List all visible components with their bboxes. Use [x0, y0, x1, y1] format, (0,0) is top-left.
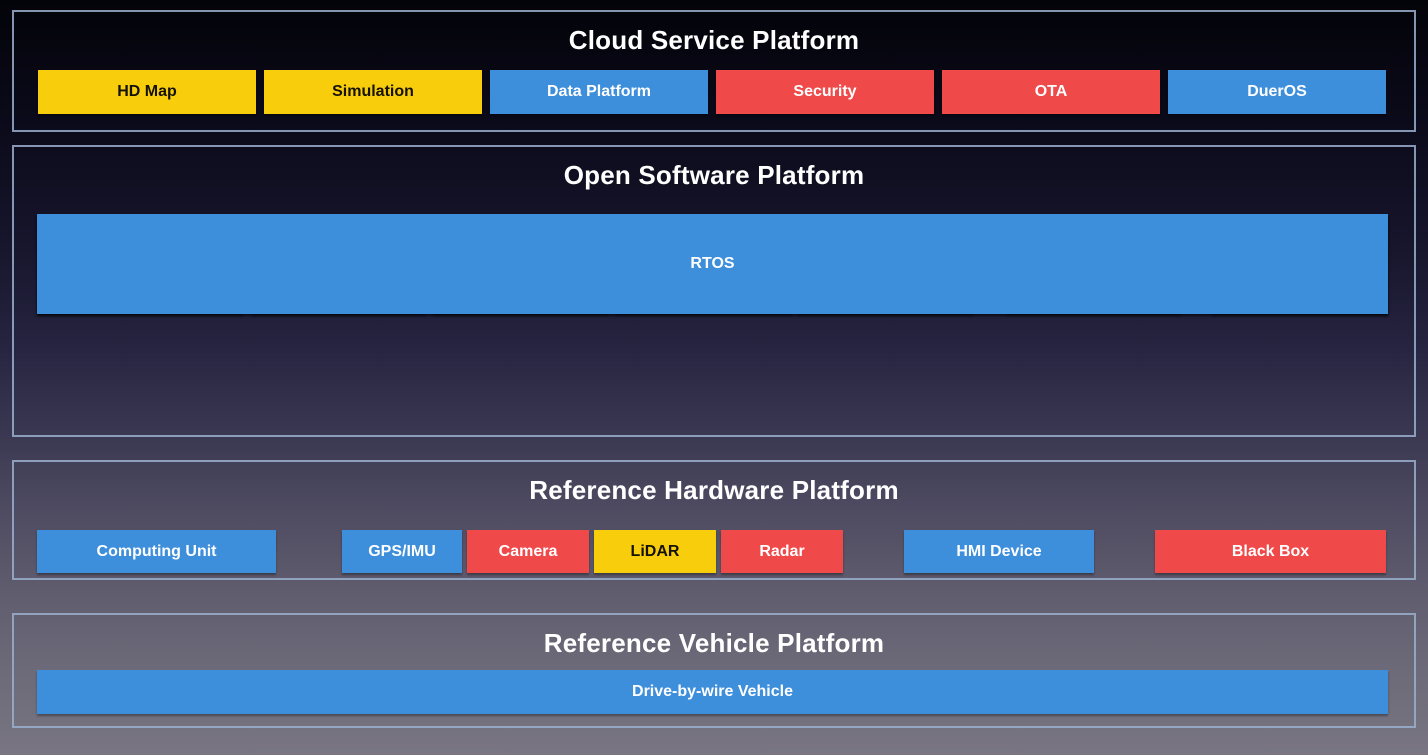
module-hmi-device: HMI Device — [904, 530, 1094, 573]
module-ota: OTA — [942, 70, 1160, 114]
module-camera: Camera — [467, 530, 589, 573]
module-hd-map: HD Map — [38, 70, 256, 114]
module-lidar: LiDAR — [594, 530, 716, 573]
module-computing-unit: Computing Unit — [37, 530, 276, 573]
module-black-box: Black Box — [1155, 530, 1386, 573]
section-cloud-service-platform: Cloud Service Platform HD Map Simulation… — [12, 10, 1416, 132]
section-open-software-platform: Open Software Platform Map Engine Locali… — [12, 145, 1416, 437]
bar-drive-by-wire-vehicle: Drive-by-wire Vehicle — [37, 670, 1388, 714]
module-gps-imu: GPS/IMU — [342, 530, 462, 573]
module-radar: Radar — [721, 530, 843, 573]
cloud-modules-row: HD Map Simulation Data Platform Security… — [38, 70, 1386, 114]
cloud-section-title: Cloud Service Platform — [568, 25, 860, 55]
module-dueros: DuerOS — [1168, 70, 1386, 114]
module-security: Security — [716, 70, 934, 114]
bar-rtos: RTOS — [37, 214, 1388, 314]
hardware-section-title: Reference Hardware Platform — [529, 475, 899, 505]
vehicle-section-title: Reference Vehicle Platform — [543, 628, 885, 658]
software-section-title: Open Software Platform — [563, 160, 865, 190]
module-simulation: Simulation — [264, 70, 482, 114]
section-reference-vehicle-platform: Reference Vehicle Platform Drive-by-wire… — [12, 613, 1416, 728]
module-data-platform: Data Platform — [490, 70, 708, 114]
section-reference-hardware-platform: Reference Hardware Platform Computing Un… — [12, 460, 1416, 580]
